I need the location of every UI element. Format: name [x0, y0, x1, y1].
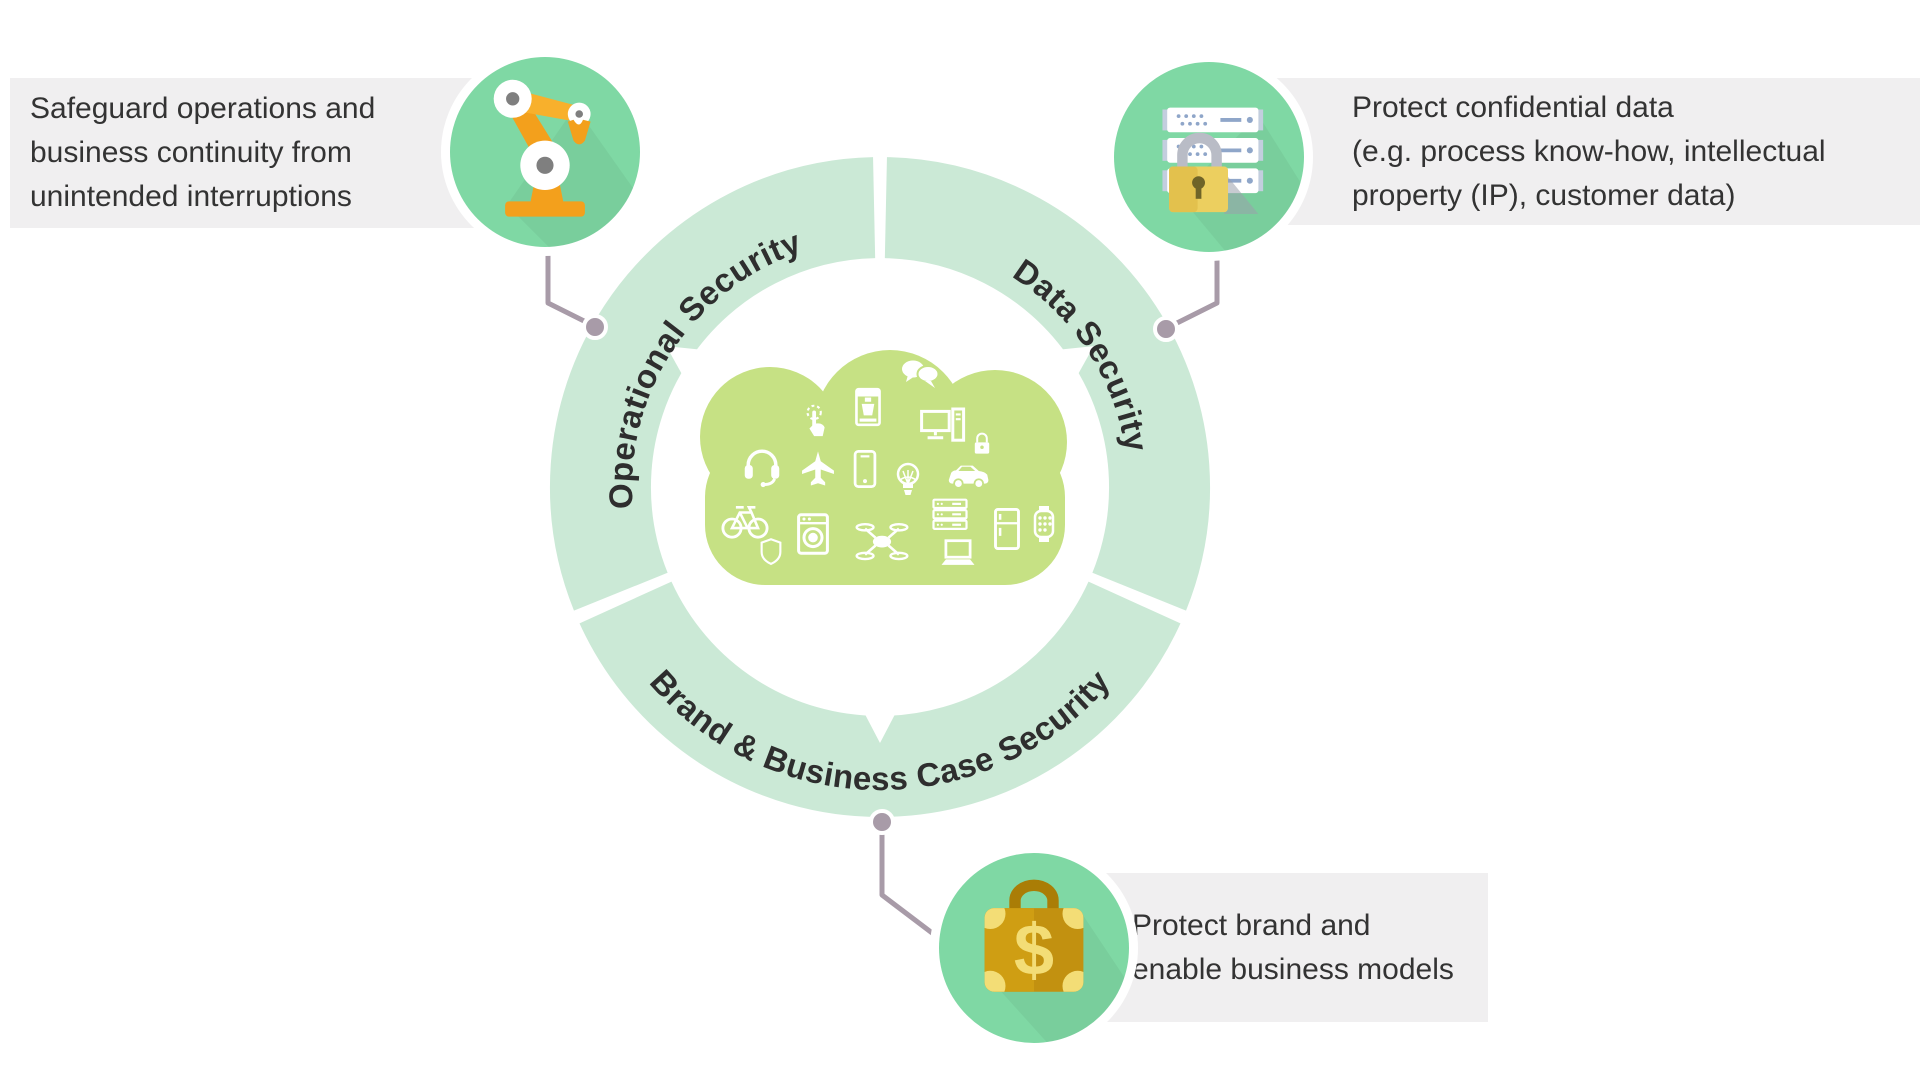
ring-notch-right — [1052, 346, 1094, 383]
ring-notch-left — [666, 346, 708, 383]
fridge-icon — [994, 508, 1020, 550]
circle-operational — [450, 57, 640, 247]
circle-data — [1114, 62, 1304, 252]
svg-text:$: $ — [1014, 911, 1054, 991]
security-ring: Operational Security Data Security Brand… — [549, 157, 1211, 817]
shield-icon — [760, 538, 782, 566]
iot-cloud — [700, 350, 1067, 585]
laptop-icon — [941, 539, 975, 565]
callout-operational-line: Safeguard operations and — [30, 92, 376, 125]
callout-operational-line: business continuity from — [30, 136, 352, 169]
callout-box-brand: Protect brand and enable business models — [1095, 873, 1488, 1022]
car-icon — [948, 465, 989, 489]
airplane-icon — [802, 451, 834, 486]
ring-segment-data — [884, 157, 1211, 611]
washing-machine-icon — [797, 513, 829, 555]
headset-icon — [744, 449, 780, 488]
touch-hand-icon — [806, 404, 825, 437]
callout-box-operational: Safeguard operations and business contin… — [10, 78, 491, 228]
ring-notch-bottom — [860, 706, 900, 743]
briefcase-dollar-icon: $ — [984, 879, 1129, 1043]
server-lock-icon — [1162, 107, 1304, 252]
smartphone-icon — [853, 450, 877, 488]
callout-data-line: property (IP), customer data) — [1352, 178, 1736, 212]
lightbulb-icon — [896, 462, 920, 495]
robot-arm-icon — [493, 79, 640, 247]
ring-segment-operational — [549, 157, 876, 611]
callout-brand-line: Protect brand and — [1132, 908, 1371, 942]
monitor-pc-icon — [920, 407, 966, 442]
server-stack-icon — [932, 498, 968, 530]
circle-brand: $ — [939, 853, 1129, 1043]
callout-brand-line: enable business models — [1132, 952, 1454, 986]
callout-data-line: Protect confidential data — [1352, 90, 1674, 124]
padlock-icon — [974, 432, 990, 454]
ring-segment-brand — [579, 581, 1181, 817]
smartwatch-icon — [1033, 506, 1055, 542]
callout-data-line: (e.g. process know-how, intellectual — [1352, 134, 1826, 168]
callout-operational-line: unintended interruptions — [30, 180, 352, 213]
drone-icon — [855, 523, 909, 561]
speech-bubbles-icon — [902, 360, 940, 388]
coffee-machine-icon — [855, 387, 881, 427]
bicycle-icon — [721, 505, 769, 539]
